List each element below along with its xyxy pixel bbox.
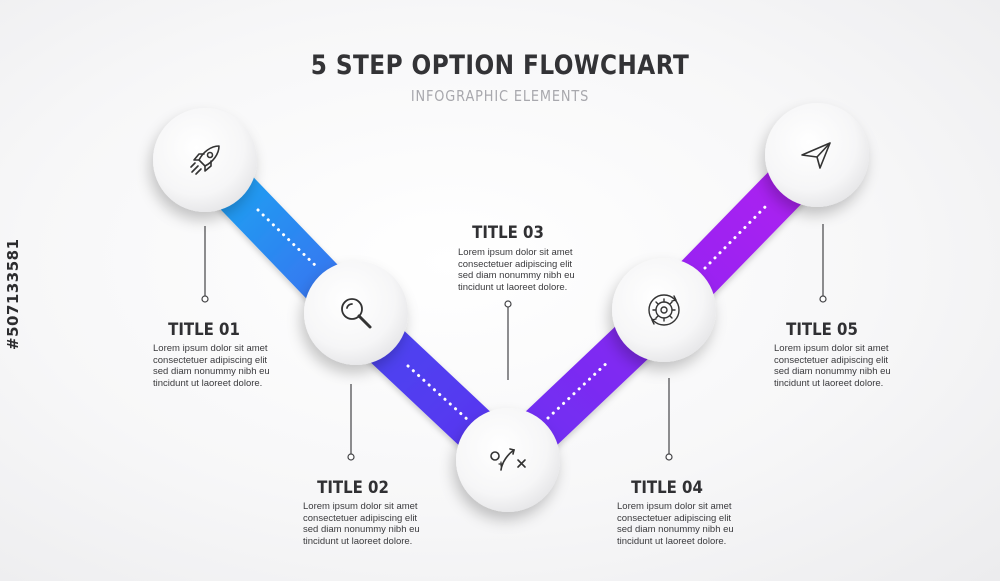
leader-lines [201, 224, 827, 461]
stock-id-watermark: #507133581 [4, 238, 22, 350]
step-5-title: TITLE 05 [786, 320, 858, 340]
gear-cycle-icon [648, 294, 680, 326]
step-5-text: Lorem ipsum dolor sit amet consectetuer … [774, 343, 891, 389]
step-2-text: Lorem ipsum dolor sit amet consectetuer … [303, 501, 420, 547]
band-dots [256, 202, 770, 422]
step-4-title: TITLE 04 [631, 478, 703, 498]
step-3-title: TITLE 03 [472, 223, 544, 243]
rocket-icon [190, 145, 220, 175]
page-title: 5 STEP OPTION FLOWCHART [310, 50, 690, 81]
step-1-title: TITLE 01 [168, 320, 240, 340]
step-circle-2 [304, 261, 408, 365]
step-3-text: Lorem ipsum dolor sit amet consectetuer … [458, 247, 575, 293]
page-subtitle: INFOGRAPHIC ELEMENTS [410, 87, 590, 105]
strategy-icon [490, 448, 526, 471]
step-circle-3 [456, 408, 560, 512]
step-circle-5 [765, 103, 869, 207]
step-1-text: Lorem ipsum dolor sit amet consectetuer … [153, 343, 270, 389]
step-circle-1 [153, 108, 257, 212]
paper-plane-icon [801, 142, 831, 169]
step-circle-4 [612, 258, 716, 362]
search-icon [341, 298, 372, 329]
step-2-title: TITLE 02 [317, 478, 389, 498]
step-4-text: Lorem ipsum dolor sit amet consectetuer … [617, 501, 734, 547]
